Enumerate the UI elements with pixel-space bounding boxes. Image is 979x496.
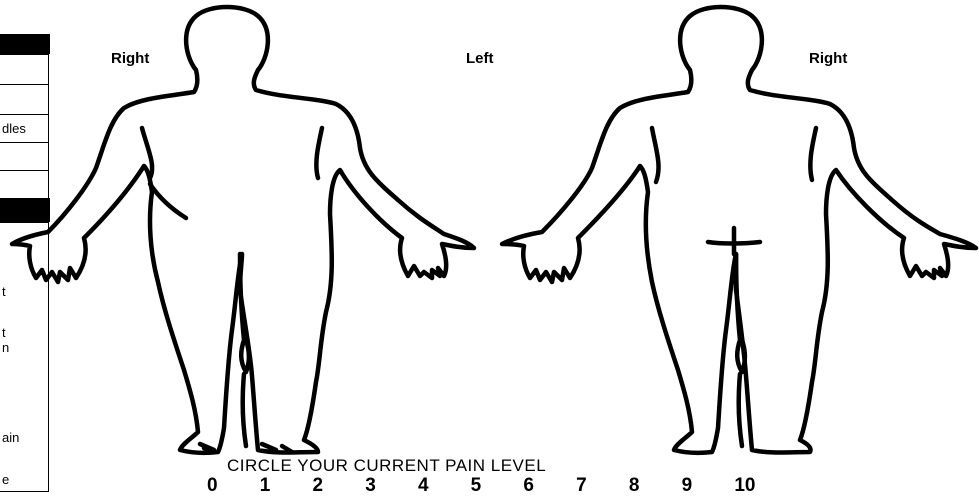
pain-level-7[interactable]: 7	[576, 477, 629, 495]
pain-level-9[interactable]: 9	[682, 477, 735, 495]
pain-level-scale: 0 1 2 3 4 5 6 7 8 9 10	[207, 477, 787, 495]
back-right-label: Right	[809, 51, 847, 66]
pain-level-6[interactable]: 6	[523, 477, 576, 495]
pain-level-5[interactable]: 5	[471, 477, 524, 495]
pain-level-0[interactable]: 0	[207, 477, 260, 495]
pain-level-4[interactable]: 4	[418, 477, 471, 495]
pain-level-1[interactable]: 1	[260, 477, 313, 495]
pain-level-10[interactable]: 10	[734, 477, 787, 495]
left-label: Left	[466, 51, 494, 66]
pain-level-8[interactable]: 8	[629, 477, 682, 495]
pain-level-2[interactable]: 2	[312, 477, 365, 495]
front-right-label: Right	[111, 51, 149, 66]
pain-level-3[interactable]: 3	[365, 477, 418, 495]
pain-level-instruction: CIRCLE YOUR CURRENT PAIN LEVEL	[227, 457, 546, 475]
